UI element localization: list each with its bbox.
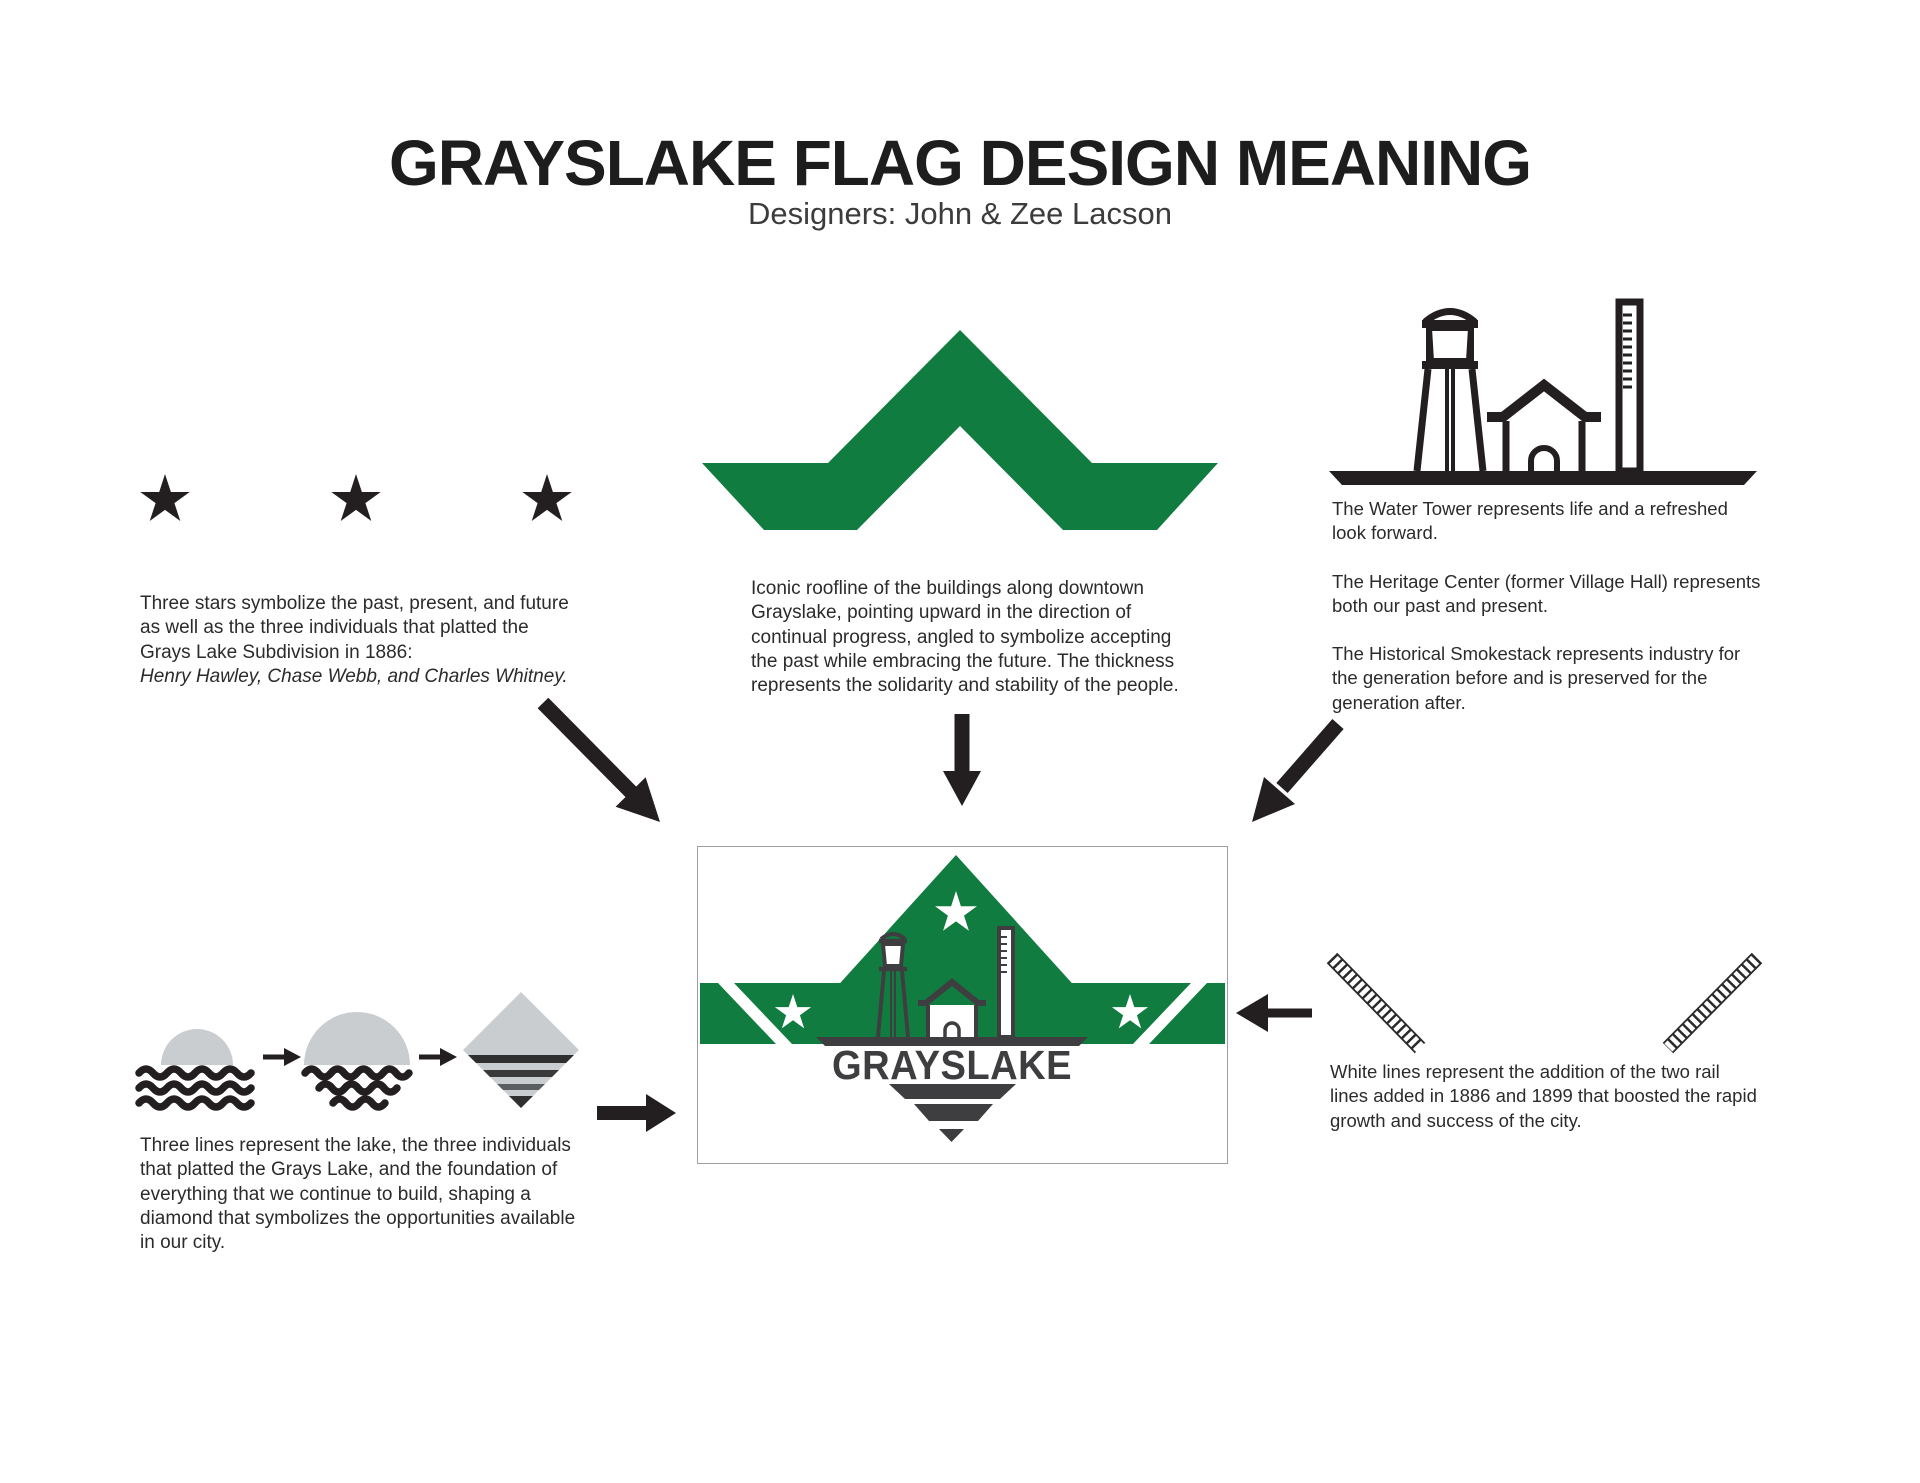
lake-to-flag-arrow-icon: [597, 1094, 676, 1132]
stars-paragraph: Three stars symbolize the past, present,…: [140, 593, 569, 663]
flag-preview: GRAYSLAKE: [697, 846, 1228, 1164]
sun-waves-small-icon: [135, 1029, 255, 1111]
smokestack-paragraph: The Historical Smokestack represents ind…: [1332, 643, 1741, 713]
roofline-paragraph: Iconic roofline of the buildings along d…: [751, 578, 1179, 697]
heritage-center-paragraph: The Heritage Center (former Village Hall…: [1332, 570, 1761, 616]
flag-skyline: [816, 926, 1088, 1046]
rail-to-flag-arrow-icon: [1236, 994, 1312, 1032]
star-icon: [331, 474, 381, 522]
water-tower-icon: [1413, 308, 1487, 472]
flag-rail-stripe-left: [718, 983, 792, 1044]
star-icon: [522, 474, 572, 522]
flag-heritage-center-icon: [918, 978, 986, 1037]
flag-star-icon: [1111, 994, 1149, 1029]
star-icon: [140, 474, 190, 522]
roofline-chevron-icon: [702, 330, 1218, 530]
striped-diamond-icon: [463, 992, 579, 1108]
right-diagonal-arrow-icon: [1252, 719, 1344, 822]
heritage-center-icon: [1487, 378, 1601, 471]
smokestack-icon: [1615, 298, 1644, 475]
flag-water-tower-icon: [876, 932, 910, 1038]
page-subtitle: Designers: John & Zee Lacson: [748, 196, 1172, 231]
rail-track-right-icon: [1662, 952, 1763, 1054]
flag-diamond-lines: [889, 1084, 1016, 1142]
sequence-arrow-icon: [419, 1048, 457, 1066]
sun-waves-large-icon: [301, 1012, 413, 1111]
flag-smokestack-icon: [997, 926, 1015, 1039]
center-down-arrow-icon: [943, 714, 981, 806]
founders-names: Henry Hawley, Chase Webb, and Charles Wh…: [140, 666, 568, 687]
page-title: GRAYSLAKE FLAG DESIGN MEANING: [388, 127, 1532, 199]
lake-paragraph: Three lines represent the lake, the thre…: [140, 1135, 576, 1254]
left-diagonal-arrow-icon: [537, 697, 660, 822]
ground-line: [1329, 471, 1757, 485]
skyline-illustration: [1329, 298, 1757, 485]
flag-rail-stripe-right: [1133, 983, 1207, 1044]
flag-wordmark: GRAYSLAKE: [832, 1042, 1072, 1088]
rail-paragraph: White lines represent the addition of th…: [1330, 1061, 1757, 1131]
flag-artwork: GRAYSLAKE: [700, 855, 1225, 1142]
three-stars-row: [137, 472, 597, 524]
water-tower-paragraph: The Water Tower represents life and a re…: [1332, 498, 1728, 544]
lake-sequence-illustration: [135, 992, 579, 1111]
rail-track-left-icon: [1326, 952, 1426, 1054]
sequence-arrow-icon: [263, 1048, 301, 1066]
landmarks-column: The Water Tower represents life and a re…: [1332, 497, 1822, 739]
flag-star-icon: [774, 994, 812, 1029]
flag-star-icon: [935, 891, 977, 931]
